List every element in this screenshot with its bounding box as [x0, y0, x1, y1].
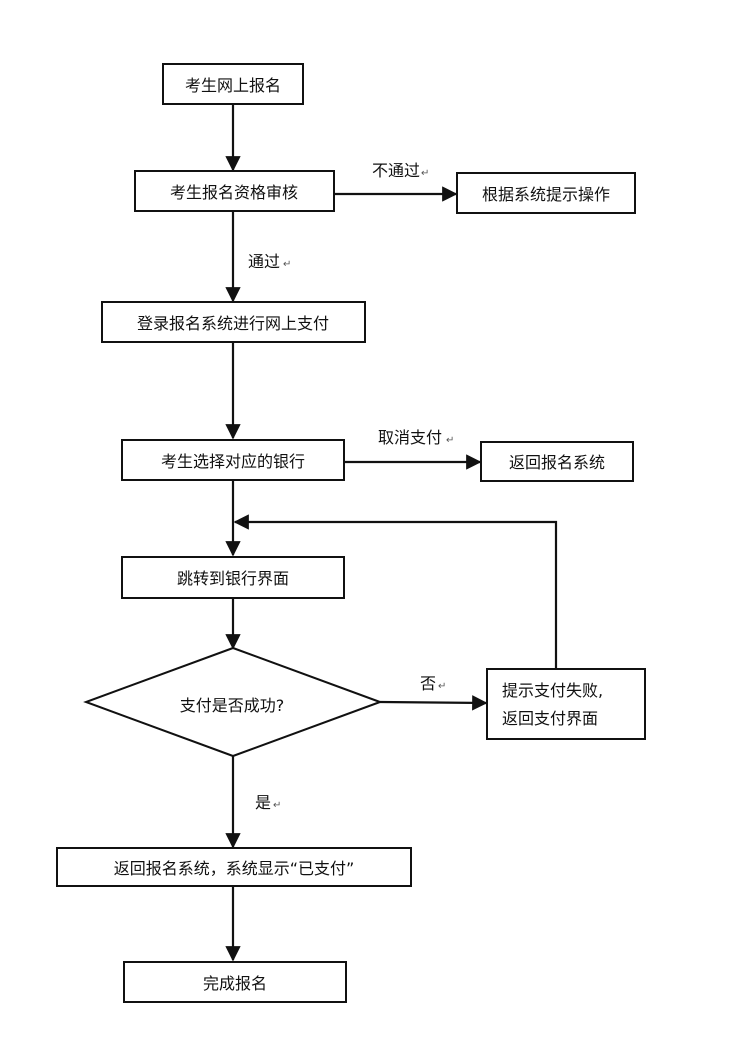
node-finish-label: 完成报名	[203, 974, 267, 993]
node-success-label: 返回报名系统，系统显示“已支付”	[114, 859, 355, 878]
edge-label-not-pass: 不通过	[372, 161, 420, 180]
node-success: 返回报名系统，系统显示“已支付”	[56, 847, 412, 887]
node-fail-line1: 提示支付失败,	[502, 681, 603, 700]
node-choose-bank: 考生选择对应的银行	[121, 439, 345, 481]
return-mark: ↵	[421, 168, 429, 179]
node-fail: 提示支付失败, 返回支付界面	[486, 668, 646, 740]
node-login-pay: 登录报名系统进行网上支付	[101, 301, 366, 343]
node-choose-bank-label: 考生选择对应的银行	[161, 452, 305, 471]
edge-fail-loop-back	[233, 514, 558, 668]
node-decision-label: 支付是否成功?	[180, 696, 285, 715]
edges	[225, 104, 558, 962]
node-start-label: 考生网上报名	[185, 76, 281, 95]
node-return-system-label: 返回报名系统	[509, 453, 605, 472]
return-mark: ↵	[438, 681, 446, 692]
edge-decision-to-fail	[379, 695, 488, 711]
node-jump-bank-label: 跳转到银行界面	[177, 569, 289, 588]
node-review: 考生报名资格审核	[134, 170, 335, 212]
node-start: 考生网上报名	[162, 63, 304, 105]
return-mark: ↵	[283, 259, 291, 270]
node-login-pay-label: 登录报名系统进行网上支付	[137, 314, 329, 333]
return-mark: ↵	[273, 800, 281, 811]
node-jump-bank: 跳转到银行界面	[121, 556, 345, 599]
node-finish: 完成报名	[123, 961, 347, 1003]
edge-label-no: 否	[420, 674, 436, 693]
node-decision: 支付是否成功?	[83, 646, 383, 758]
node-return-system: 返回报名系统	[480, 441, 634, 482]
edge-labels: 不通过 ↵ 通过 ↵ 取消支付 ↵ 否 ↵ 是 ↵	[248, 161, 454, 812]
return-mark: ↵	[446, 435, 454, 446]
node-review-label: 考生报名资格审核	[170, 183, 298, 202]
node-fail-line2: 返回支付界面	[502, 709, 598, 728]
edge-label-yes: 是	[255, 793, 271, 812]
node-follow-prompt-label: 根据系统提示操作	[482, 185, 610, 204]
edge-label-cancel-pay: 取消支付	[378, 428, 442, 447]
edge-label-pass: 通过	[248, 252, 280, 271]
node-follow-prompt: 根据系统提示操作	[456, 172, 636, 214]
